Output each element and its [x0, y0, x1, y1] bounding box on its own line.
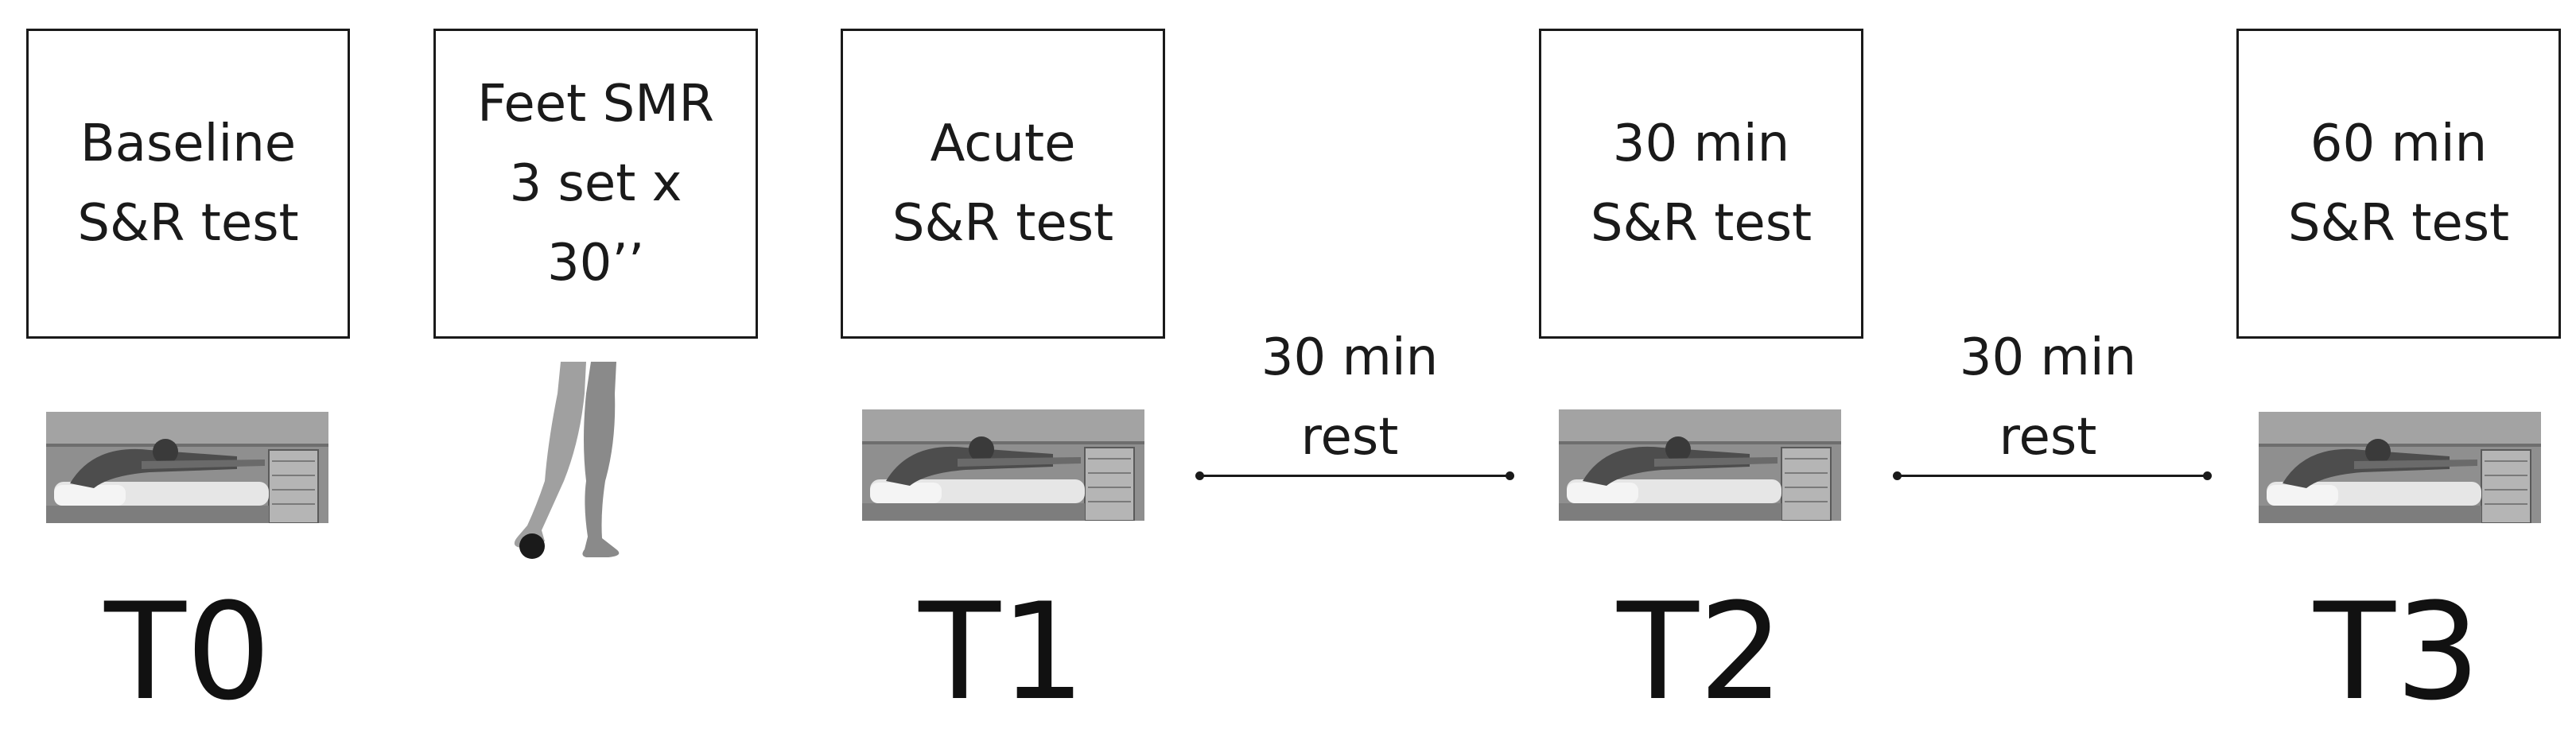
- step-text-line: 30’’: [546, 234, 645, 293]
- feet-smr-photo: [497, 362, 656, 560]
- rest-connector-2: [1893, 471, 2212, 480]
- rest-text-line: 30 min: [1261, 328, 1439, 387]
- sit-and-reach-photo: [862, 409, 1144, 521]
- step-text-line: 30 min: [1612, 114, 1790, 173]
- rest-label-2: 30 min rest: [1881, 318, 2215, 477]
- rest-text-line: 30 min: [1959, 328, 2137, 387]
- rest-connector-1: [1195, 471, 1514, 480]
- sit-and-reach-photo: [46, 412, 328, 523]
- step-box-60-min: 60 min S&R test: [2236, 29, 2561, 339]
- step-text-line: S&R test: [1590, 194, 1813, 253]
- step-box-feet-smr: Feet SMR 3 set x 30’’: [433, 29, 758, 339]
- timepoint-label-t3: T3: [2314, 574, 2481, 730]
- rest-label-1: 30 min rest: [1183, 318, 1517, 477]
- rest-text-line: rest: [1999, 408, 2097, 467]
- step-text-line: Acute: [930, 114, 1076, 173]
- sit-and-reach-photo: [1559, 409, 1841, 521]
- step-text-line: S&R test: [2287, 194, 2510, 253]
- timepoint-label-t0: T0: [104, 574, 271, 730]
- step-text-line: 60 min: [2310, 114, 2488, 173]
- step-box-30-min: 30 min S&R test: [1539, 29, 1863, 339]
- step-text-line: 3 set x: [509, 154, 682, 213]
- step-text-line: S&R test: [77, 194, 299, 253]
- step-text-line: S&R test: [892, 194, 1114, 253]
- step-box-acute: Acute S&R test: [841, 29, 1165, 339]
- step-box-baseline: Baseline S&R test: [26, 29, 350, 339]
- timepoint-label-t1: T1: [919, 574, 1086, 730]
- step-text-line: Baseline: [80, 114, 297, 173]
- step-text-line: Feet SMR: [477, 75, 714, 134]
- sit-and-reach-photo: [2259, 412, 2541, 523]
- timepoint-label-t2: T2: [1617, 574, 1784, 730]
- rest-text-line: rest: [1300, 408, 1399, 467]
